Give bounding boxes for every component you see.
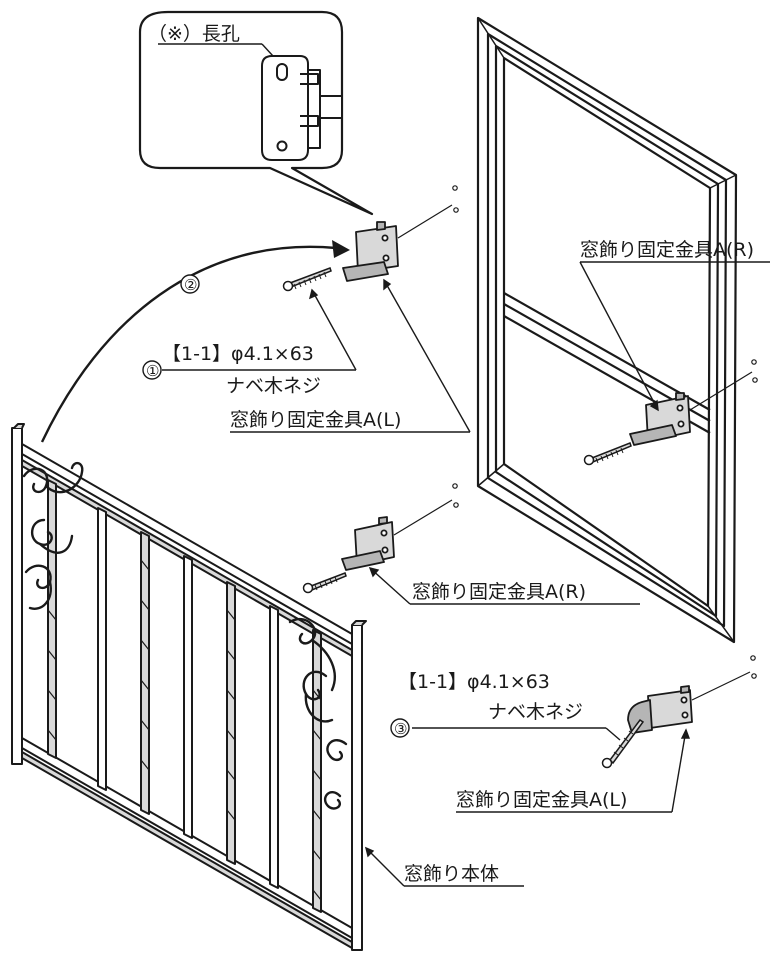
bracket-left-top-label: 窓飾り固定金具A(L) (230, 409, 401, 431)
bracket-lower-right (627, 655, 757, 734)
bracket-left-bottom-label: 窓飾り固定金具A(L) (456, 789, 627, 811)
step-one-marker: ① (146, 362, 159, 380)
screw-spec-label-1: 【1-1】φ4.1×63 (162, 343, 314, 365)
bracket-right-middle-label: 窓飾り固定金具A(R) (412, 581, 586, 603)
step2-arrow (40, 240, 350, 443)
step-three-marker: ③ (394, 720, 407, 738)
screw-name-label-2: ナベ木ネジ (488, 701, 583, 723)
detail-callout: （※）長孔 (138, 10, 374, 216)
main-body-label: 窓飾り本体 (404, 863, 499, 885)
slot-hole-icon (276, 63, 288, 81)
step-two-marker: ② (184, 276, 197, 294)
screw-upper-left (282, 267, 332, 292)
screw-middle (302, 572, 347, 594)
bracket-detail-icon (261, 55, 343, 161)
screw-name-label-1: ナベ木ネジ (226, 375, 321, 397)
window-frame (476, 16, 738, 644)
step-markers: ① ② ③ (142, 274, 410, 738)
window-grille (11, 423, 367, 951)
leader-lines (162, 261, 770, 887)
screw-lower-right (601, 718, 645, 769)
labels: 【1-1】φ4.1×63 ナベ木ネジ 窓飾り固定金具A(L) 窓飾り固定金具A(… (162, 239, 754, 885)
screw-right-upper (583, 442, 632, 466)
grille-scrollwork (22, 461, 348, 810)
screw-spec-label-2: 【1-1】φ4.1×63 (398, 671, 550, 693)
bracket-middle (341, 483, 459, 571)
callout-balloon (138, 10, 374, 216)
arrowhead-icon (332, 240, 350, 258)
grille-twist-pattern (47, 559, 322, 901)
callout-title: （※）長孔 (148, 23, 240, 45)
bracket-upper-left (342, 185, 459, 282)
round-hole-icon (276, 140, 288, 152)
bracket-right-upper-label: 窓飾り固定金具A(R) (580, 239, 754, 261)
